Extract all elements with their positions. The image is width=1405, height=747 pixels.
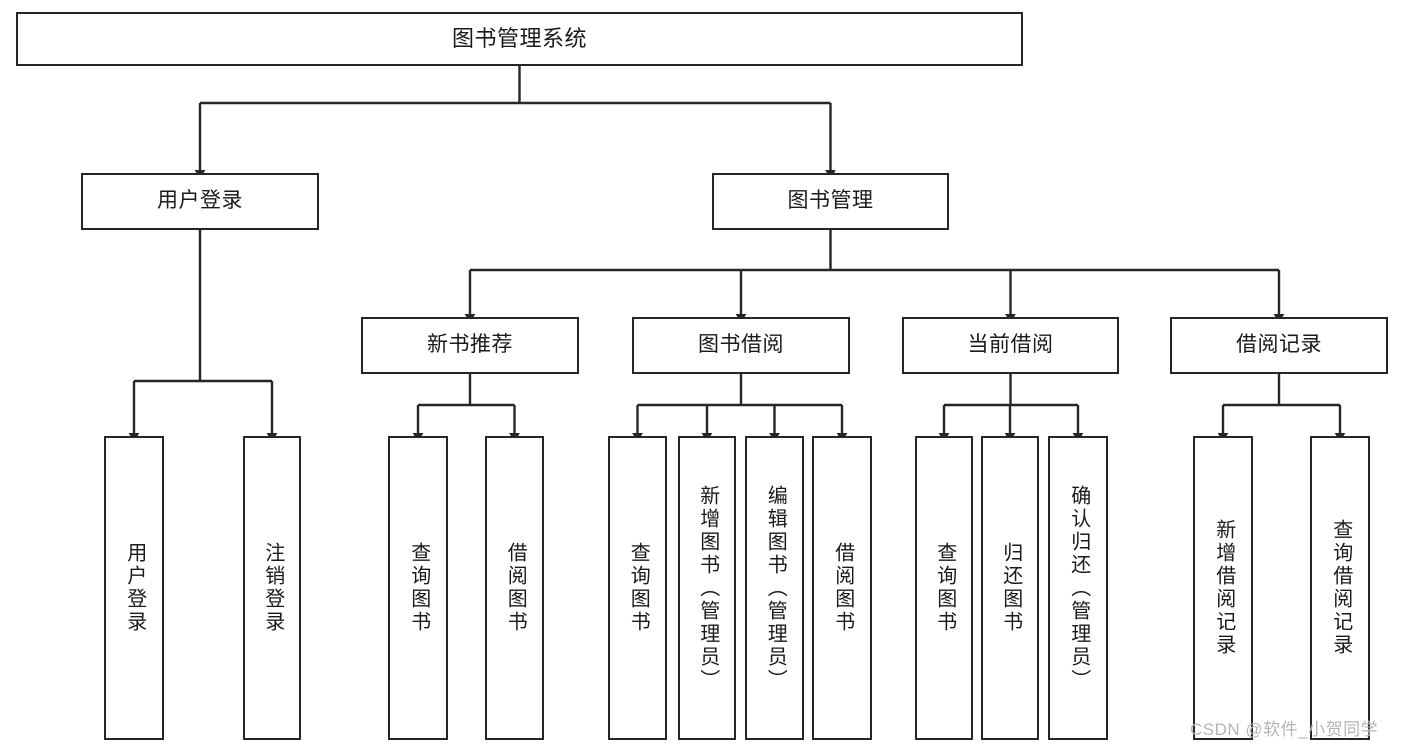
node-label: 借阅图书 [831, 542, 854, 634]
node-l2-1[interactable]: 图书管理 [712, 173, 949, 230]
node-leaf-5[interactable]: 新增图书（管理员） [678, 436, 736, 740]
node-leaf-7[interactable]: 借阅图书 [812, 436, 872, 740]
node-label: 图书管理系统 [451, 26, 587, 52]
node-label: 用户登录 [123, 542, 146, 634]
node-label: 新增图书（管理员） [696, 484, 719, 692]
node-label: 查询借阅记录 [1329, 519, 1352, 657]
node-l3-2[interactable]: 当前借阅 [902, 317, 1119, 374]
node-leaf-4[interactable]: 查询图书 [608, 436, 667, 740]
node-root[interactable]: 图书管理系统 [16, 12, 1023, 66]
node-label: 借阅记录 [1236, 333, 1322, 357]
node-label: 确认归还（管理员） [1067, 484, 1090, 692]
node-leaf-10[interactable]: 确认归还（管理员） [1048, 436, 1108, 740]
node-l2-0[interactable]: 用户登录 [81, 173, 319, 230]
node-l3-3[interactable]: 借阅记录 [1170, 317, 1388, 374]
node-label: 查询图书 [627, 542, 650, 634]
node-label: 编辑图书（管理员） [764, 484, 787, 692]
node-label: 新书推荐 [427, 333, 513, 357]
node-l3-1[interactable]: 图书借阅 [632, 317, 850, 374]
node-label: 注销登录 [261, 542, 284, 634]
node-leaf-8[interactable]: 查询图书 [915, 436, 973, 740]
node-leaf-0[interactable]: 用户登录 [104, 436, 164, 740]
node-leaf-9[interactable]: 归还图书 [981, 436, 1039, 740]
node-leaf-6[interactable]: 编辑图书（管理员） [745, 436, 804, 740]
node-l3-0[interactable]: 新书推荐 [361, 317, 579, 374]
node-label: 图书管理 [787, 189, 874, 213]
node-label: 查询图书 [407, 542, 430, 634]
node-leaf-1[interactable]: 注销登录 [243, 436, 301, 740]
node-label: 图书借阅 [698, 333, 784, 357]
node-leaf-11[interactable]: 新增借阅记录 [1193, 436, 1253, 740]
node-label: 当前借阅 [967, 333, 1054, 357]
node-label: 新增借阅记录 [1212, 519, 1235, 657]
connector-lines [128, 66, 1346, 442]
node-leaf-12[interactable]: 查询借阅记录 [1310, 436, 1370, 740]
node-label: 归还图书 [999, 542, 1022, 634]
node-leaf-3[interactable]: 借阅图书 [485, 436, 544, 740]
node-label: 查询图书 [933, 542, 956, 634]
node-label: 用户登录 [157, 189, 243, 213]
node-leaf-2[interactable]: 查询图书 [388, 436, 448, 740]
node-label: 借阅图书 [504, 542, 527, 634]
